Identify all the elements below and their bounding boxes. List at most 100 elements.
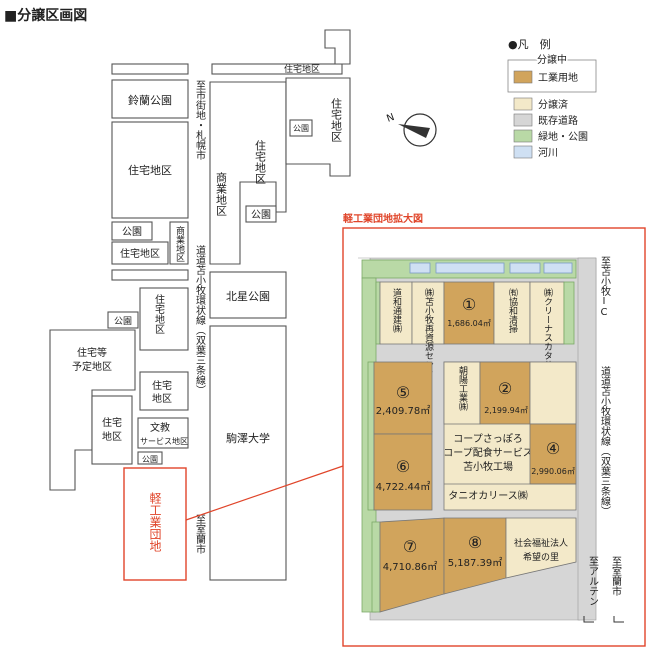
park-label-5: 公園 [142,455,158,464]
legend-swatch-road [513,113,533,127]
zoom-road-to-ic-label: 至苫小牧IC [599,256,611,318]
residential-block-2 [111,241,169,265]
lot-kyowa [493,281,531,345]
zoom-to-alten-label: 至アルテン [587,556,599,606]
legend: ●凡 例 分譲中 工業用地 分譲済 既存道路 緑地・公園 河川 [507,37,597,159]
lot-welfare [505,517,577,579]
lot-asahi [443,361,481,425]
river-segment-2 [435,262,505,274]
lot-taniokari-label: タニオカリース㈱ [448,490,528,502]
lot-4 [529,423,577,485]
legend-swatch-industrial [513,70,533,84]
lot-5-area: 2,409.78㎡ [376,405,431,417]
zoom-title: 軽工業団地拡大図 [343,212,423,225]
compass: N [385,112,437,147]
lot-8-area: 5,187.39㎡ [448,557,503,569]
legend-label-road: 既存道路 [538,114,578,127]
residential-label-2: 住宅地区 [120,247,160,260]
legend-swatch-sold [513,97,533,111]
legend-label-green: 緑地・公園 [538,130,588,143]
zoom-map: 道和通建㈱ ㈱苫小牧再資源センター ① 1,686.04㎡ ㈲協和清掃 ㈱クリー… [358,256,624,623]
green-bottom-left [371,521,381,613]
lot-6-area: 4,722.44㎡ [376,481,431,493]
top-notch-block [324,29,351,65]
commercial-label: 商業地区 [215,171,228,216]
lot-coop-label-2: コープ配食サービス [443,446,532,459]
river-segment-3 [509,262,541,274]
komazawa-label: 駒澤大学 [226,431,270,445]
residential-block-5 [139,371,189,411]
commercial-label-small: 商業地区 [174,225,185,262]
residential-label-5a: 住宅 [152,379,172,392]
lot-saishigen-label: ㈱苫小牧再資源センター [423,287,434,387]
bunkyo-sub-label: サービス地区 [140,436,188,446]
legend-swatch-green [513,129,533,143]
legend-heading: ●凡 例 [508,37,551,51]
strip-block-2 [111,269,189,281]
ring-road-label: 道道苫小牧環状線（双葉三条線） [194,244,206,395]
residential-label-5b: 地区 [152,392,172,405]
zoom-to-muroran-label: 至室蘭市 [610,556,622,597]
top-strip-block [111,63,189,75]
planned-residential-label-2: 予定地区 [72,360,112,373]
komazawa-block [209,325,287,581]
light-industrial-label: 軽工業団地 [148,492,162,552]
bunkyo-label: 文教 [150,421,170,434]
residential-district-right [285,77,351,177]
lot-wadou-label: 道和通建㈱ [391,287,402,334]
residential-label-4: 住宅地区 [330,97,343,142]
lot-4-area: 2,990.06㎡ [531,467,575,476]
zoom-ring-road-label: 道道苫小牧環状線（双葉三条線） [599,365,611,516]
overview-map: 鈴蘭公園 住宅地区 公園 住宅地区 商業地区 住宅地区 公園 住宅等 予定地区 … [49,29,351,581]
lot-blank [529,361,577,425]
legend-group-label: 分譲中 [537,53,567,66]
lot-6-number: ⑥ [396,457,410,476]
lot-2-number: ② [498,379,512,398]
lot-clean-label: ㈱クリーナスカタサダ [542,287,553,378]
hoshi-park-block [209,271,287,319]
legend-swatch-river [513,145,533,159]
commercial-block-small [169,221,189,265]
lot-asahi-label: 朝陽工業㈱ [457,366,468,412]
residential-block-3 [139,287,189,351]
legend-label-river: 河川 [538,147,558,159]
arrow-alten-icon [583,616,594,623]
lot-kyowa-label: ㈲協和清掃 [507,287,518,334]
lot-coop-label-1: コープさっぽろ [453,433,522,445]
residential-label-3: 住宅地区 [153,293,165,334]
light-industrial-block [123,467,187,581]
lot-saishigen [411,281,445,345]
bunkyo-block [137,417,189,449]
green-block-top-left [375,281,381,345]
residential-block-6 [91,395,133,465]
park-block-1 [111,221,153,241]
road-to-city-label: 至市街地・札幌市 [194,80,206,161]
lot-8-number: ⑧ [468,533,482,552]
park-block-4 [289,119,313,137]
lot-wadou [379,281,413,345]
legend-label-industrial: 工業用地 [538,71,578,84]
legend-label-sold: 分譲済 [538,98,568,111]
residential-label-6a: 住宅 [102,416,122,429]
park-block-2 [107,311,139,329]
park-block-3 [245,205,277,223]
park-block-5 [137,451,163,465]
lot-2-area: 2,199.94㎡ [484,406,528,415]
lot-5-number: ⑤ [396,383,410,402]
lot-7-area: 4,710.86㎡ [383,561,438,573]
top-strip-right [211,63,343,75]
lot-welfare-label-1: 社会福祉法人 [514,537,568,549]
suzuran-park-label: 鈴蘭公園 [128,93,172,107]
lot-5 [373,361,433,435]
suzuran-park-block [111,79,189,119]
lot-1-area: 1,686.04㎡ [447,319,491,328]
ring-road-vertical [577,257,597,621]
green-block-top-right [563,281,575,345]
top-residential-label: 住宅地区 [284,63,320,75]
planned-residential-label-1: 住宅等 [77,346,107,359]
park-label-4: 公園 [293,124,309,133]
residential-block-1 [111,121,189,219]
page-title: ■分譲区画図 [4,7,87,24]
road-to-muroran-label: 至室蘭市 [194,514,206,555]
